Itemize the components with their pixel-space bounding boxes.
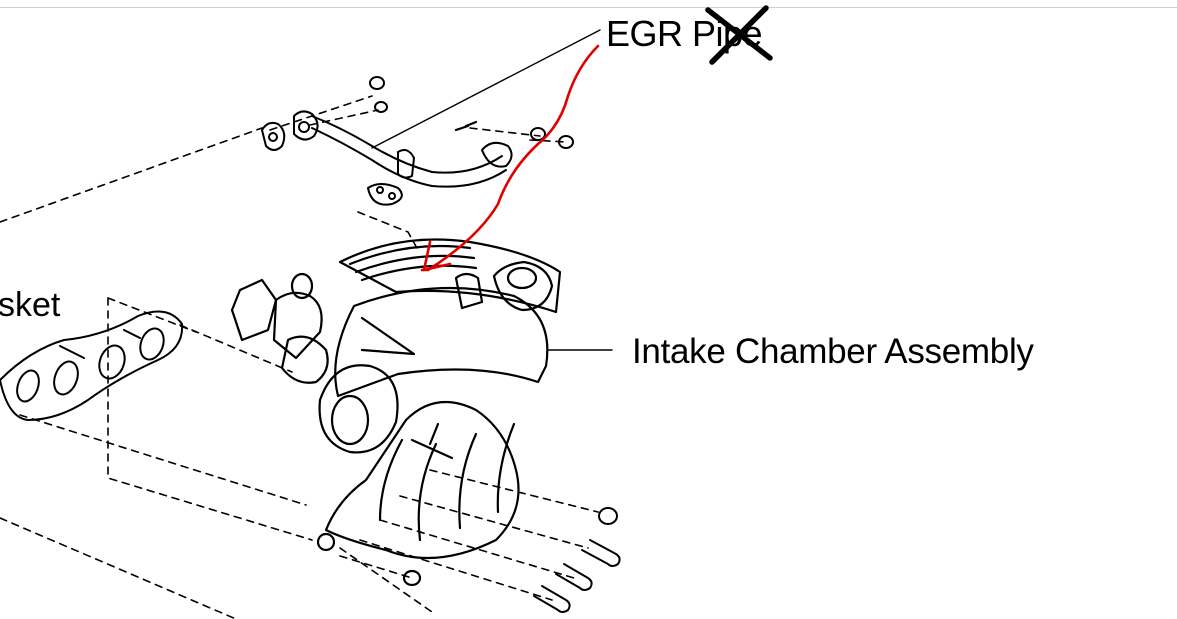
red-arrow-annotation [420, 44, 600, 272]
egr-pipe-assembly [261, 76, 574, 206]
gasket-label: sket [0, 286, 61, 324]
top-border [0, 0, 1177, 8]
intake-chamber-assembly [230, 238, 562, 587]
egr-pipe-label: EGR Pipe [606, 13, 763, 54]
dashed-assembly-lines [0, 95, 599, 619]
fasteners [533, 507, 621, 613]
intake-chamber-label: Intake Chamber Assembly [632, 332, 1034, 371]
leader-lines [371, 29, 613, 351]
gasket [0, 310, 184, 421]
strikethrough-x [705, 5, 773, 65]
